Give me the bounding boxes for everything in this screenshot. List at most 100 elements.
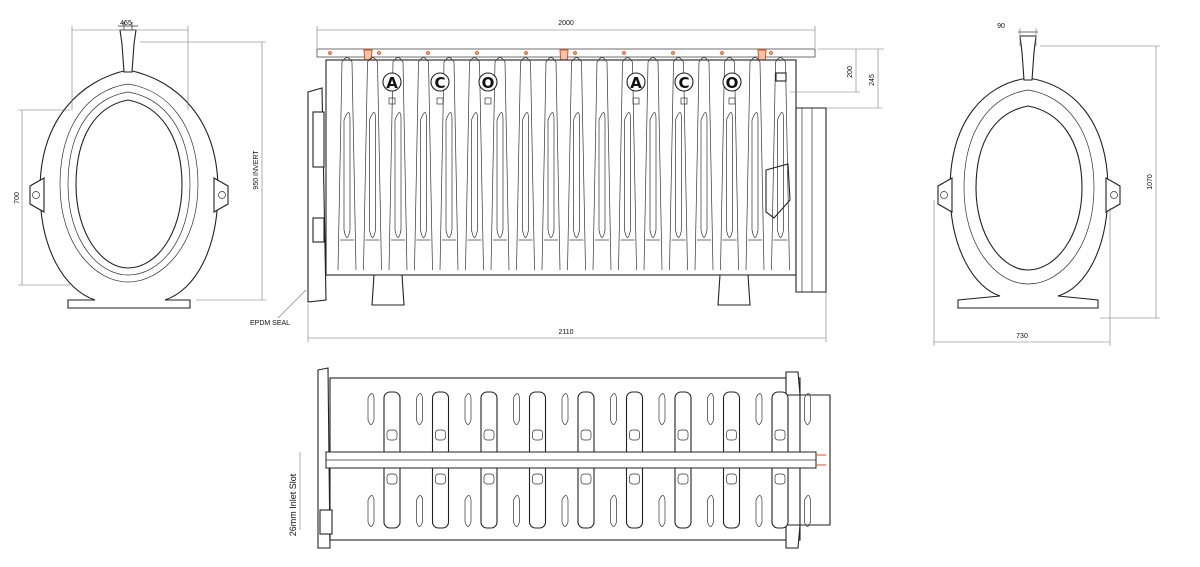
rib: [490, 57, 510, 271]
logo-circle: [626, 72, 646, 92]
rail-bolt: [720, 51, 724, 55]
plan-slot: [707, 495, 714, 527]
rail-bolt: [328, 51, 332, 55]
rib: [414, 57, 433, 271]
dim-top-drop-b: 245: [869, 74, 876, 86]
rib-slot: [343, 112, 351, 238]
plan-rib-pocket: [677, 429, 689, 441]
logo-circle: [722, 72, 742, 92]
rib-slot: [522, 112, 529, 238]
plan-rib-pocket: [532, 473, 543, 485]
rib-slot: [496, 112, 504, 238]
plan-rib-pocket: [483, 473, 495, 485]
logo-letter: C: [678, 74, 689, 92]
plan-slot: [610, 495, 617, 527]
logo-circle: [478, 72, 498, 92]
rib: [745, 57, 765, 271]
plan-slot: [804, 495, 811, 527]
rib-slot: [598, 112, 606, 238]
plan-rib-pocket: [629, 429, 640, 441]
rib-slot: [751, 112, 759, 238]
dim-top-length: 2000: [558, 20, 574, 27]
plan-rib-pocket: [435, 429, 446, 441]
dim-invert: 950 INVERT: [253, 150, 260, 190]
dim-overall-length: 2110: [558, 329, 573, 336]
rail-bolt: [671, 51, 675, 55]
rib-slot: [777, 112, 784, 238]
rib: [363, 57, 382, 271]
plan-rib-pocket: [386, 429, 398, 441]
left-end-view: 465 700 950 INVERT: [14, 20, 266, 309]
rib-slot: [675, 112, 682, 238]
logo-notch: [436, 97, 444, 105]
plan-slot: [610, 393, 617, 425]
rib-slot: [700, 112, 708, 238]
rail-bolt: [426, 51, 430, 55]
dim-end-height: 700: [14, 192, 21, 204]
rib: [694, 57, 714, 271]
rail-bolt: [769, 51, 773, 55]
logo-notch: [680, 97, 688, 105]
plan-slot: [707, 393, 714, 425]
rib: [541, 57, 561, 271]
plan-rib-pocket: [629, 473, 640, 485]
plan-rib-pocket: [386, 473, 398, 485]
logo-circle: [382, 72, 402, 92]
dim-end-width-top: 465: [120, 20, 132, 27]
plan-slot: [367, 495, 375, 527]
rib-slot: [420, 112, 427, 238]
plan-rib-pocket: [726, 473, 737, 485]
rib: [771, 57, 790, 271]
rib-slot: [624, 112, 631, 238]
plan-slot: [561, 393, 569, 425]
rib-slot: [394, 112, 402, 238]
logo-notch: [484, 97, 492, 105]
plan-rib-pocket: [483, 429, 495, 441]
rail-bolt: [573, 51, 577, 55]
logo-notch: [632, 97, 640, 105]
plan-slot: [755, 393, 763, 425]
plan-slot: [804, 393, 811, 425]
plan-slot: [513, 393, 520, 425]
rib-slot: [547, 112, 555, 238]
plan-rib-pocket: [580, 429, 592, 441]
rail-bolt: [622, 51, 626, 55]
plan-rib-pocket: [726, 429, 737, 441]
rib: [567, 57, 586, 271]
dim-side-height: 1070: [1147, 174, 1154, 190]
rail-bolt: [377, 51, 381, 55]
plan-slot: [367, 393, 375, 425]
rib: [720, 57, 739, 271]
plan-slot: [513, 495, 520, 527]
plan-rib-pocket: [435, 473, 446, 485]
logo-letter: O: [482, 74, 495, 92]
dim-top-drop-a: 200: [847, 66, 854, 78]
plan-slot: [658, 495, 666, 527]
rib: [337, 57, 357, 271]
plan-slot: [416, 393, 423, 425]
rail-bolt: [475, 51, 479, 55]
rib: [465, 57, 484, 271]
rail-bolt: [524, 51, 528, 55]
rib-slot: [649, 112, 657, 238]
plan-rib-pocket: [532, 429, 543, 441]
logo-notch: [728, 97, 736, 105]
rib-slot: [369, 112, 376, 238]
rib-slot: [445, 112, 453, 238]
logo-letter: A: [630, 74, 642, 92]
plan-slot: [755, 495, 763, 527]
rib: [618, 57, 637, 271]
logo-letter: A: [386, 74, 398, 92]
rib: [643, 57, 663, 271]
rib: [388, 57, 408, 271]
plan-slot: [416, 495, 423, 527]
logo-notch: [388, 97, 396, 105]
dim-side-width-top: 90: [997, 23, 1005, 30]
rib: [439, 57, 459, 271]
plan-slot: [464, 495, 472, 527]
logo-circle: [674, 72, 694, 92]
rib: [669, 57, 688, 271]
plan-rib-pocket: [677, 473, 689, 485]
